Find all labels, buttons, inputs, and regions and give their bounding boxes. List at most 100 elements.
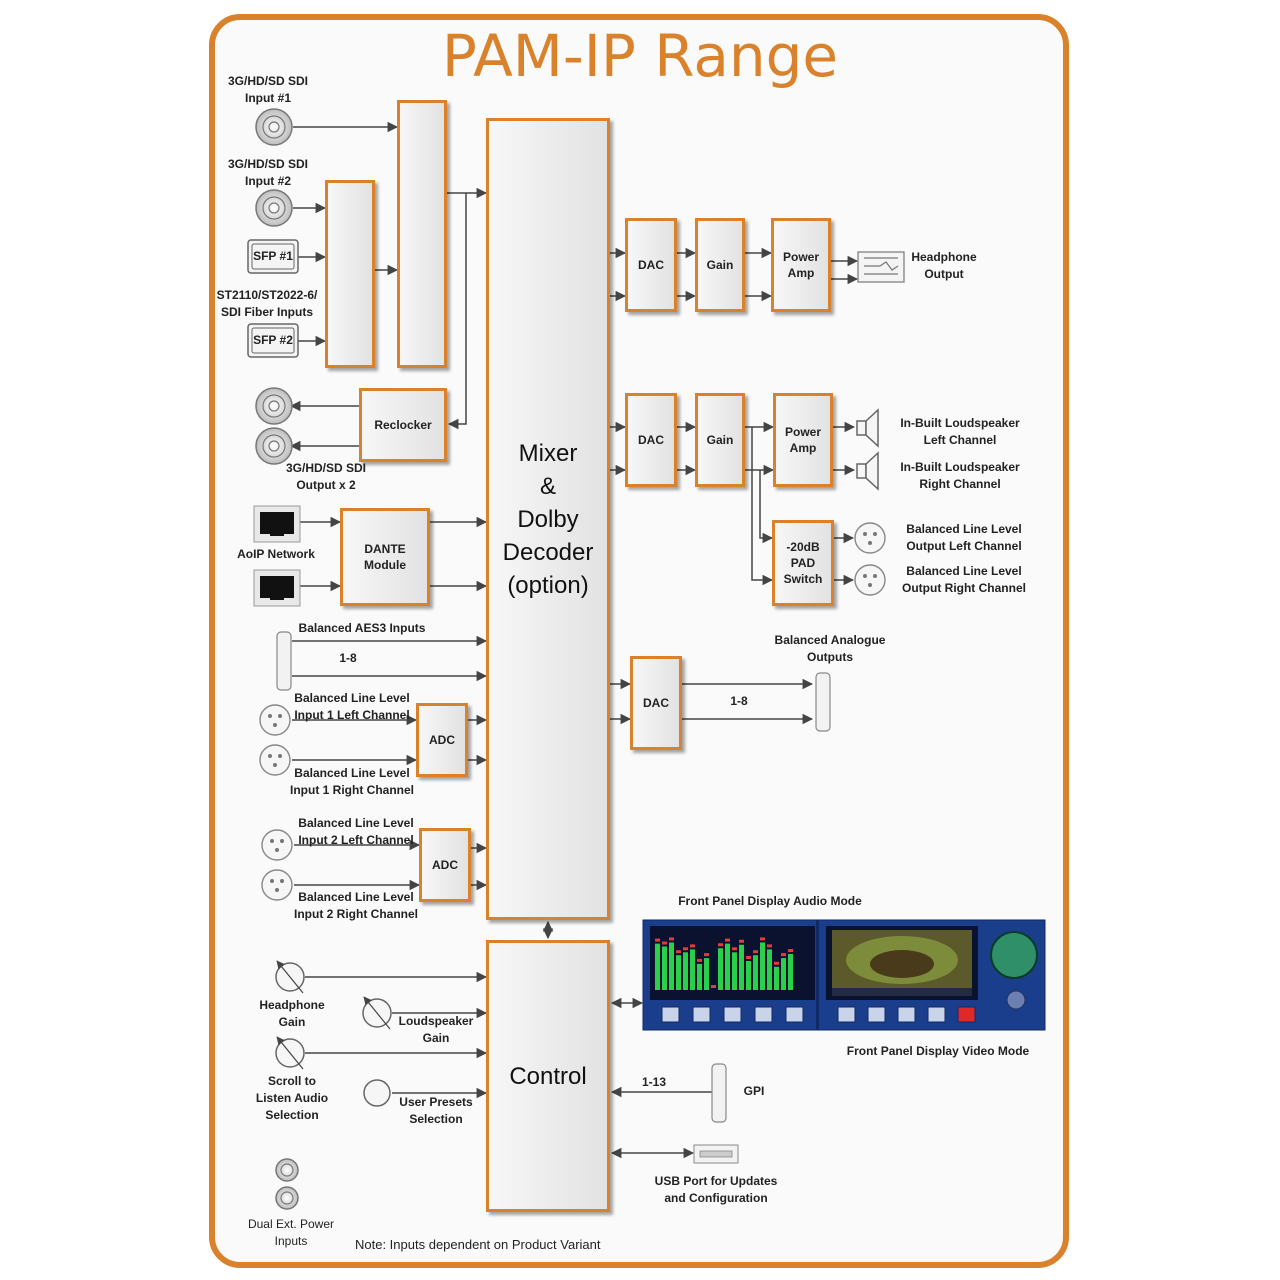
meter-bar	[746, 961, 751, 990]
meter-bar	[788, 954, 793, 990]
meter-peak	[788, 949, 793, 953]
router-block-1[interactable]	[325, 180, 375, 368]
aes3-inputs-label: Balanced AES3 Inputs	[298, 621, 426, 635]
meter-peak	[655, 938, 660, 942]
amp-speaker-block[interactable]: Power Amp	[773, 393, 833, 487]
meter-peak	[767, 944, 772, 948]
sdi-input1-label: 3G/HD/SD SDI Input #1	[227, 74, 308, 105]
router-block-2[interactable]	[397, 100, 447, 368]
mixer-block[interactable]: Mixer & Dolby Decoder (option)	[486, 118, 610, 920]
amp-headphone-block[interactable]: Power Amp	[771, 218, 831, 312]
meter-bar	[690, 949, 695, 990]
analogue-outputs-label: Balanced Analogue Outputs	[774, 633, 886, 664]
front-panel-button[interactable]	[867, 1006, 886, 1023]
gain-headphone-block[interactable]: Gain	[695, 218, 745, 312]
usb-port-label: USB Port for Updates and Configuration	[654, 1174, 778, 1205]
adc-2-block[interactable]: ADC	[419, 828, 471, 902]
meter-bar	[655, 943, 660, 990]
dac-analogue-block[interactable]: DAC	[630, 656, 682, 750]
gain-speaker-block[interactable]: Gain	[695, 393, 745, 487]
meter-bar	[683, 952, 688, 990]
dante-module-block[interactable]: DANTE Module	[340, 508, 430, 606]
gpi-dsub-icon	[711, 1063, 727, 1123]
reclocker-block[interactable]: Reclocker	[359, 388, 447, 462]
power-input1-icon	[275, 1158, 299, 1182]
gpi-range-label: 1-13	[641, 1075, 667, 1089]
meter-peak	[704, 953, 709, 957]
analogue-out-dsub-icon	[815, 672, 831, 732]
meter-peak	[725, 938, 730, 942]
audio-level-meters	[655, 937, 793, 990]
meter-peak	[662, 941, 667, 945]
page-title: PAM-IP Range	[441, 22, 839, 90]
front-panel-button[interactable]	[754, 1006, 773, 1023]
meter-peak	[739, 939, 744, 943]
speaker-left-label: In-Built Loudspeaker Left Channel	[900, 416, 1020, 447]
xlr-out-left-icon	[854, 522, 886, 554]
front-panel-video-label: Front Panel Display Video Mode	[846, 1044, 1030, 1058]
analogue-range-label: 1-8	[730, 694, 748, 708]
front-panel-button[interactable]	[897, 1006, 916, 1023]
meter-bar	[725, 943, 730, 990]
speaker-right-label: In-Built Loudspeaker Right Channel	[900, 460, 1020, 491]
meter-peak	[697, 958, 702, 962]
meter-bar	[760, 942, 765, 990]
sfp2-label: SFP #2	[253, 333, 293, 347]
meter-bar	[669, 942, 674, 990]
sfp1-label: SFP #1	[253, 249, 293, 263]
fiber-inputs-label: ST2110/ST2022-6/ SDI Fiber Inputs	[216, 288, 318, 319]
front-panel-audio-label: Front Panel Display Audio Mode	[678, 894, 862, 908]
usb-port-icon	[693, 1144, 739, 1164]
speaker-right-icon	[856, 451, 879, 491]
front-panel-button[interactable]	[723, 1006, 742, 1023]
front-panel-button[interactable]	[785, 1006, 804, 1023]
user-presets-label: User Presets Selection	[399, 1095, 473, 1126]
headphone-jack-icon	[857, 251, 905, 283]
meter-peak	[732, 947, 737, 951]
meter-bar	[774, 966, 779, 990]
meter-bar	[767, 949, 772, 990]
meter-bar	[704, 958, 709, 990]
loudspeaker-gain-label: Loudspeaker Gain	[398, 1014, 474, 1045]
meter-bar	[718, 948, 723, 990]
gpi-label: GPI	[743, 1084, 765, 1098]
meter-peak	[676, 950, 681, 954]
front-panel-button[interactable]	[927, 1006, 946, 1023]
meter-bar	[781, 958, 786, 990]
speaker-left-icon	[856, 408, 879, 448]
user-presets-button-icon	[363, 1079, 391, 1107]
control-block[interactable]: Control	[486, 940, 610, 1212]
sdi-output1-connector-icon	[255, 387, 293, 425]
line-in2-right-label: Balanced Line Level Input 2 Right Channe…	[294, 890, 418, 921]
front-panel-button[interactable]	[692, 1006, 711, 1023]
scroll-listen-label: Scroll to Listen Audio Selection	[255, 1074, 329, 1122]
line-in1-right-label: Balanced Line Level Input 1 Right Channe…	[290, 766, 414, 797]
meter-peak	[683, 947, 688, 951]
sdi-input2-connector-icon	[255, 189, 293, 227]
sfp1-port-icon	[247, 239, 299, 274]
meter-bar	[662, 946, 667, 990]
aes3-dsub-icon	[276, 631, 292, 691]
sdi-output2-connector-icon	[255, 427, 293, 465]
dac-headphone-block[interactable]: DAC	[625, 218, 677, 312]
front-panel-button[interactable]	[957, 1006, 976, 1023]
meter-bar	[676, 955, 681, 990]
power-inputs-label: Dual Ext. Power Inputs	[247, 1217, 335, 1248]
meter-peak	[711, 985, 716, 988]
dac-speaker-block[interactable]: DAC	[625, 393, 677, 487]
pad-switch-block[interactable]: -20dB PAD Switch	[772, 520, 834, 606]
meter-peak	[760, 937, 765, 941]
sfp2-port-icon	[247, 323, 299, 358]
front-panel-knob-icon	[990, 931, 1038, 1010]
meter-bar	[732, 952, 737, 990]
rj45-port-icon	[253, 505, 301, 607]
meter-bar	[697, 963, 702, 990]
xlr-in1-right-icon	[259, 744, 291, 776]
adc-1-block[interactable]: ADC	[416, 703, 468, 777]
front-panel-button[interactable]	[661, 1006, 680, 1023]
footnote: Note: Inputs dependent on Product Varian…	[355, 1237, 601, 1252]
front-panel-button[interactable]	[837, 1006, 856, 1023]
meter-peak	[746, 956, 751, 959]
meter-peak	[753, 950, 758, 954]
meter-peak	[718, 943, 723, 947]
